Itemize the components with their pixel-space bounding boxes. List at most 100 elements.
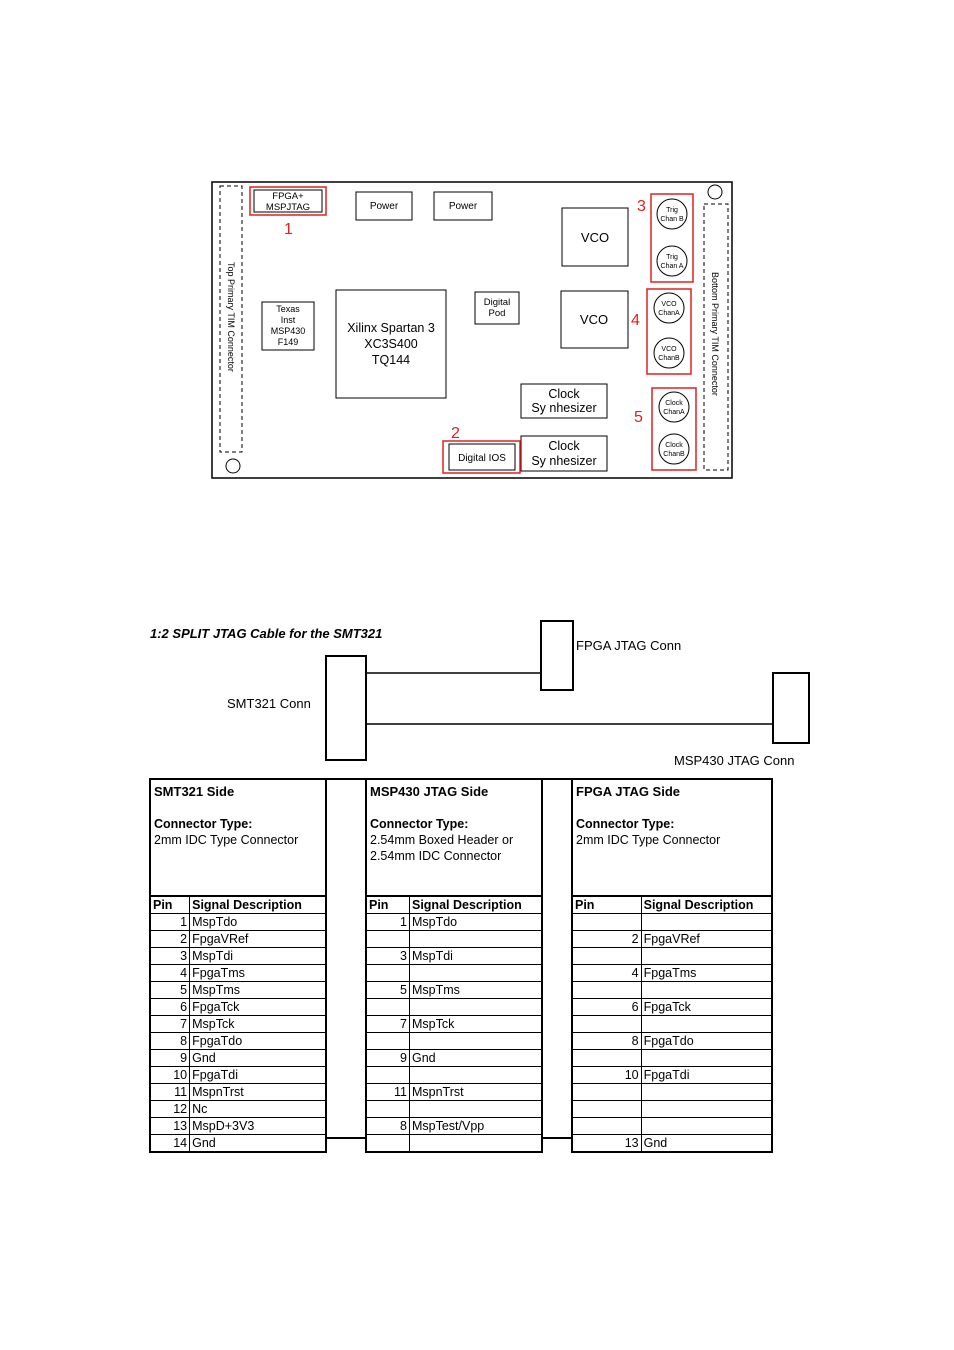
trig-a-label-1: Trig: [666, 254, 678, 261]
signal-cell: [408, 1066, 543, 1084]
msp430-side-table: MSP430 JTAG Side Connector Type: 2.54mm …: [365, 778, 543, 1153]
signal-cell: MspTdo: [189, 913, 327, 931]
pin-cell: 10: [571, 1066, 642, 1084]
pin-cell: 3: [149, 947, 191, 965]
smt321-connector: [325, 655, 367, 761]
trig-b-label-2: Chan B: [660, 216, 684, 223]
clock-synth-box-1: [520, 383, 608, 419]
vco-chan-a-label-2: ChanA: [658, 310, 680, 317]
pin-cell: 2: [571, 930, 642, 948]
pin-cell: 14: [149, 1134, 191, 1153]
table-row: [571, 913, 773, 931]
digital-ios-highlight: [442, 440, 521, 474]
vco-chan-highlight: [646, 288, 692, 375]
signal-cell: MspTest/Vpp: [408, 1117, 543, 1135]
vco-box-1: [561, 207, 629, 267]
clock-chan-b-label-2: ChanB: [663, 451, 685, 458]
signal-cell: [408, 930, 543, 948]
smt321-table-header: SMT321 Side Connector Type: 2mm IDC Type…: [149, 778, 327, 897]
callout-5: 5: [634, 409, 643, 426]
pin-cell: 5: [149, 981, 191, 999]
callout-2: 2: [451, 425, 460, 442]
table-row: [365, 930, 543, 948]
pin-cell: [571, 1015, 642, 1033]
vco-chan-b-label-2: ChanB: [658, 355, 680, 362]
signal-cell: MspTdi: [408, 947, 543, 965]
signal-cell: MspTms: [408, 981, 543, 999]
pin-cell: 4: [571, 964, 642, 982]
signal-cell: FpgaTdo: [640, 1032, 773, 1050]
pin-cell: [365, 1134, 410, 1153]
signal-cell: [640, 947, 773, 965]
pin-cell: [571, 981, 642, 999]
trig-a-label-2: Chan A: [661, 263, 684, 270]
bottom-tim-connector-label: Bottom Primary TIM Connector: [710, 272, 720, 396]
cable-title: 1:2 SPLIT JTAG Cable for the SMT321: [150, 626, 382, 641]
trig-b-connector: [656, 198, 688, 230]
digital-pod-label-1: Digital: [484, 297, 510, 308]
trig-highlight: [650, 193, 694, 283]
pin-cell: [365, 1032, 410, 1050]
pin-cell: [571, 913, 642, 931]
clock-synth-label-1b: Sy nhesizer: [531, 401, 596, 415]
board-outline: [211, 181, 733, 479]
table-row: [571, 947, 773, 965]
table-gap-1: [327, 778, 365, 1139]
smt321-col-signal: Signal Description: [189, 895, 327, 914]
msp430-connector-type-value-1: 2.54mm Boxed Header or: [370, 833, 514, 847]
signal-cell: MspTdi: [189, 947, 327, 965]
signal-cell: FpgaTck: [640, 998, 773, 1016]
signal-cell: FpgaVRef: [189, 930, 327, 948]
table-row: [365, 1066, 543, 1084]
clock-synth-label-2a: Clock: [548, 439, 580, 453]
pin-cell: [365, 930, 410, 948]
pin-cell: 12: [149, 1100, 191, 1118]
pin-cell: 9: [365, 1049, 410, 1067]
clock-chan-b-connector: [658, 433, 690, 465]
pin-cell: 8: [149, 1032, 191, 1050]
vco-chan-b-label-1: VCO: [661, 346, 677, 353]
fpga-side-table: FPGA JTAG Side Connector Type: 2mm IDC T…: [571, 778, 773, 1153]
table-row: [571, 1117, 773, 1135]
table-row: [571, 1083, 773, 1101]
signal-cell: FpgaVRef: [640, 930, 773, 948]
pin-cell: 4: [149, 964, 191, 982]
jtag-label-2: MSPJTAG: [266, 202, 310, 213]
smt321-connector-type-label: Connector Type:: [154, 817, 253, 831]
pin-cell: 9: [149, 1049, 191, 1067]
signal-cell: FpgaTck: [189, 998, 327, 1016]
vco-chan-a-connector: [653, 292, 685, 324]
digital-pod-box: [474, 291, 520, 325]
pin-cell: [571, 1117, 642, 1135]
vco-label-1: VCO: [581, 230, 609, 245]
signal-cell: Gnd: [189, 1134, 327, 1153]
signal-cell: FpgaTdi: [640, 1066, 773, 1084]
top-tim-connector-label: Top Primary TIM Connector: [226, 262, 236, 372]
msp430-label-2: Inst: [281, 315, 296, 325]
pin-cell: 6: [149, 998, 191, 1016]
xilinx-label-3: TQ144: [372, 353, 410, 367]
vco-box-2: [560, 290, 629, 349]
digital-ios-box: [448, 443, 516, 471]
signal-cell: MspTms: [189, 981, 327, 999]
clock-chan-a-connector: [658, 391, 690, 423]
fpga-col-pin: Pin: [571, 895, 642, 914]
msp430-jtag-connector: [772, 672, 810, 744]
msp430-table-title: MSP430 JTAG Side: [370, 784, 489, 799]
fpga-jtag-connector: [540, 620, 574, 691]
jtag-label-1: FPGA+: [272, 191, 304, 202]
signal-cell: MspTdo: [408, 913, 543, 931]
table-row: [571, 1015, 773, 1033]
